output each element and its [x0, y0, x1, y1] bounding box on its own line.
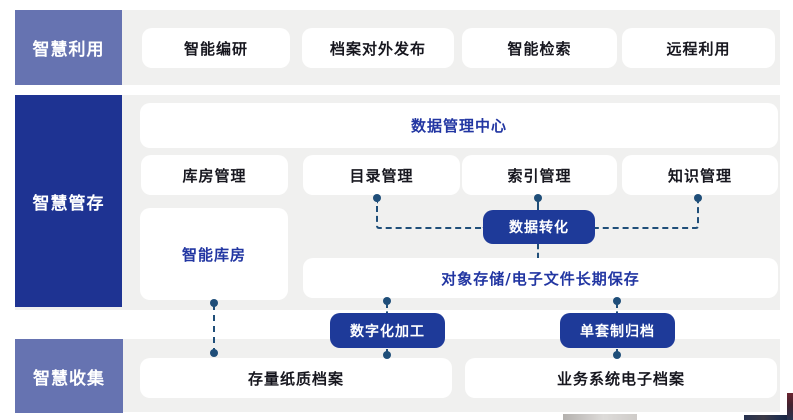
- photo-fragment: [744, 415, 793, 420]
- photo-fragment: [787, 393, 793, 420]
- connector-dot: [210, 299, 218, 307]
- node-smart-warehouse: 智能库房: [140, 208, 288, 300]
- utilization-row-label: 智慧利用: [15, 10, 122, 85]
- connector-dot: [613, 351, 621, 359]
- connector-dot: [373, 194, 381, 202]
- node-external-publishing: 档案对外发布: [302, 28, 454, 68]
- collection-row-label: 智慧收集: [15, 339, 123, 413]
- node-data-transform: 数据转化: [483, 210, 595, 244]
- node-index-management: 索引管理: [462, 155, 617, 195]
- connector-dot: [210, 349, 218, 357]
- connector-dot: [613, 297, 621, 305]
- node-knowledge-management: 知识管理: [622, 155, 778, 195]
- node-intelligent-retrieval: 智能检索: [462, 28, 617, 68]
- node-digitization: 数字化加工: [330, 313, 445, 348]
- connector-index-to-transform: [537, 201, 539, 211]
- node-object-storage: 对象存储/电子文件长期保存: [303, 258, 778, 298]
- connector-warehouse-to-paper: [213, 304, 215, 354]
- connector-dot: [534, 194, 542, 202]
- node-catalog-management: 目录管理: [303, 155, 460, 195]
- connector-knowledge-to-transform: [595, 201, 699, 229]
- connector-dot: [383, 297, 391, 305]
- node-paper-archives: 存量纸质档案: [140, 358, 452, 398]
- node-remote-utilization: 远程利用: [622, 28, 775, 68]
- node-business-electronic-archives: 业务系统电子档案: [465, 358, 777, 398]
- management-row-label: 智慧管存: [15, 95, 122, 307]
- connector-dot: [383, 351, 391, 359]
- photo-fragment: [563, 414, 637, 420]
- node-intelligent-research: 智能编研: [142, 28, 290, 68]
- connector-dot: [694, 194, 702, 202]
- node-single-set-archiving: 单套制归档: [560, 313, 675, 348]
- connector-catalog-to-transform: [376, 201, 485, 229]
- node-warehouse-management: 库房管理: [141, 155, 288, 195]
- node-data-management-center: 数据管理中心: [140, 103, 778, 148]
- connector-transform-to-storage: [537, 244, 539, 258]
